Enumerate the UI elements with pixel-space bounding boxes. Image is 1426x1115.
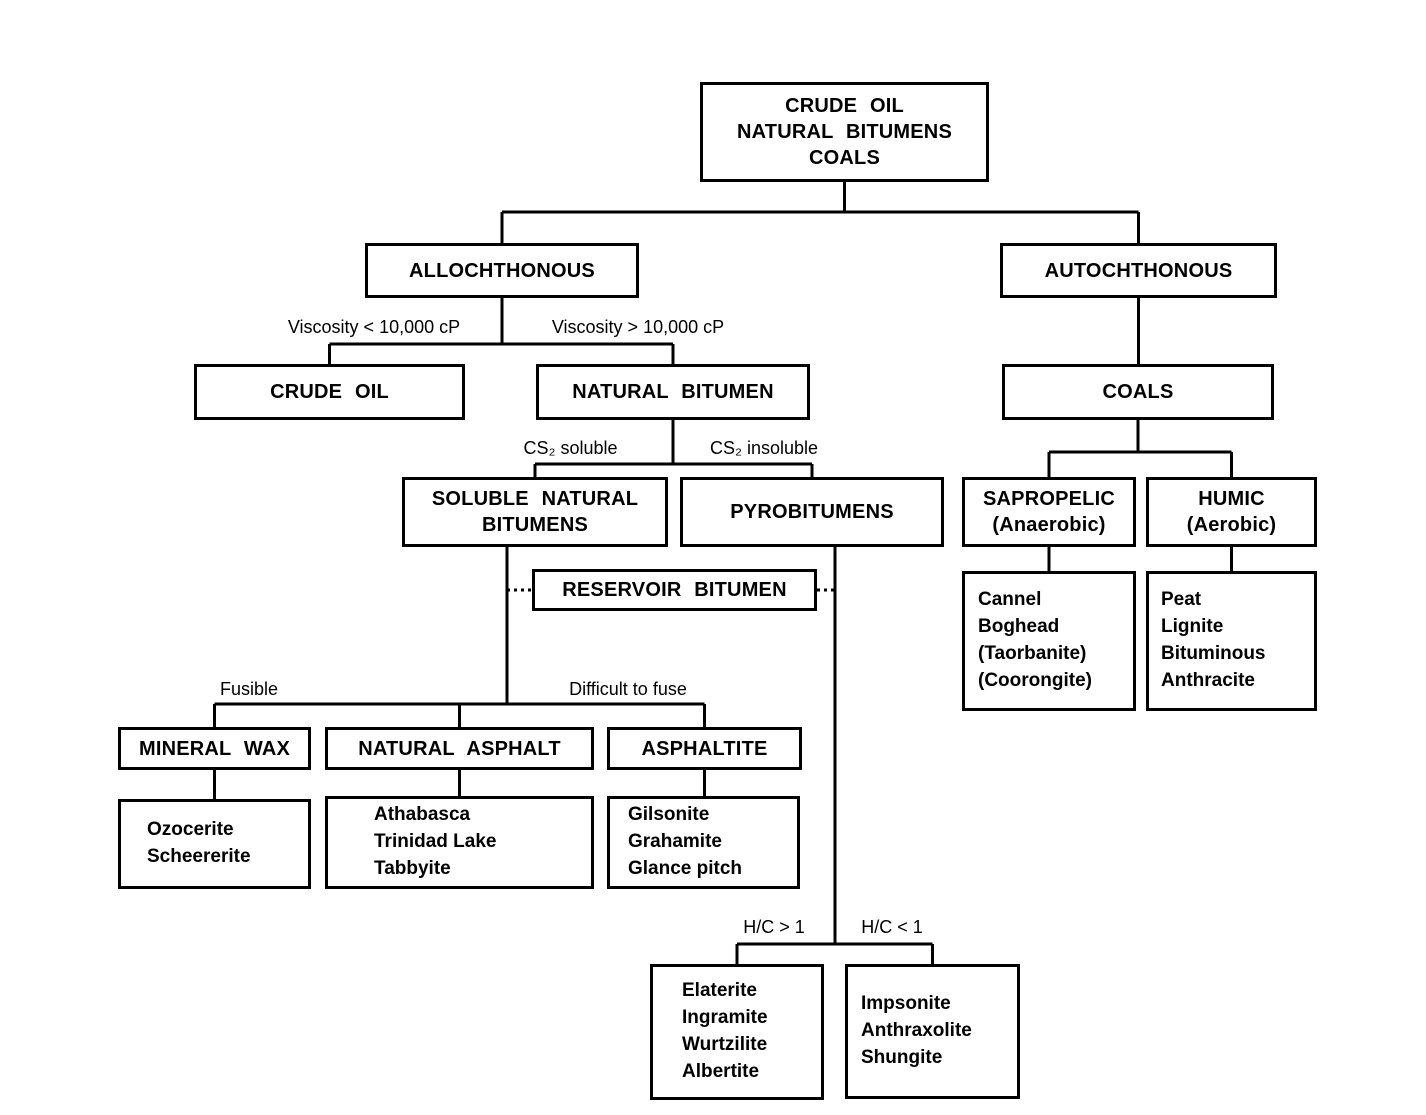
node-autochthonous: AUTOCHTHONOUS: [1000, 243, 1277, 298]
list-natural-asphalt-examples: Athabasca Trinidad Lake Tabbyite: [325, 796, 594, 889]
node-coals: COALS: [1002, 364, 1274, 420]
node-mineral-wax: MINERAL WAX: [118, 727, 311, 770]
node-asphaltite: ASPHALTITE: [607, 727, 802, 770]
node-reservoir-bitumen: RESERVOIR BITUMEN: [532, 569, 817, 611]
node-crude-oil: CRUDE OIL: [194, 364, 465, 420]
edge-label-cs2-insoluble: CS₂ insoluble: [688, 438, 840, 459]
node-root: CRUDE OIL NATURAL BITUMENS COALS: [700, 82, 989, 182]
edge-label-viscosity-low: Viscosity < 10,000 cP: [258, 317, 490, 338]
list-humic-examples: Peat Lignite Bituminous Anthracite: [1146, 571, 1317, 711]
edge-label-fusible: Fusible: [199, 679, 299, 700]
list-mineral-wax-examples: Ozocerite Scheererite: [118, 799, 311, 889]
list-sapropelic-examples: Cannel Boghead (Taorbanite) (Coorongite): [962, 571, 1136, 711]
node-humic: HUMIC (Aerobic): [1146, 477, 1317, 547]
edge-label-viscosity-high: Viscosity > 10,000 cP: [522, 317, 754, 338]
edge-label-cs2-soluble: CS₂ soluble: [498, 438, 643, 459]
edge-label-hc-high: H/C > 1: [733, 917, 815, 938]
node-allochthonous: ALLOCHTHONOUS: [365, 243, 639, 298]
list-hc-low-examples: Impsonite Anthraxolite Shungite: [845, 964, 1020, 1099]
node-pyrobitumens: PYROBITUMENS: [680, 477, 944, 547]
edge-label-hc-low: H/C < 1: [850, 917, 934, 938]
edge-label-difficult-to-fuse: Difficult to fuse: [548, 679, 708, 700]
list-hc-high-examples: Elaterite Ingramite Wurtzilite Albertite: [650, 964, 824, 1100]
node-sapropelic: SAPROPELIC (Anaerobic): [962, 477, 1136, 547]
solid-connectors: [213, 182, 1233, 964]
node-natural-asphalt: NATURAL ASPHALT: [325, 727, 594, 770]
list-asphaltite-examples: Gilsonite Grahamite Glance pitch: [607, 796, 800, 889]
node-natural-bitumen: NATURAL BITUMEN: [536, 364, 810, 420]
node-soluble-natural-bitumens: SOLUBLE NATURAL BITUMENS: [402, 477, 668, 547]
